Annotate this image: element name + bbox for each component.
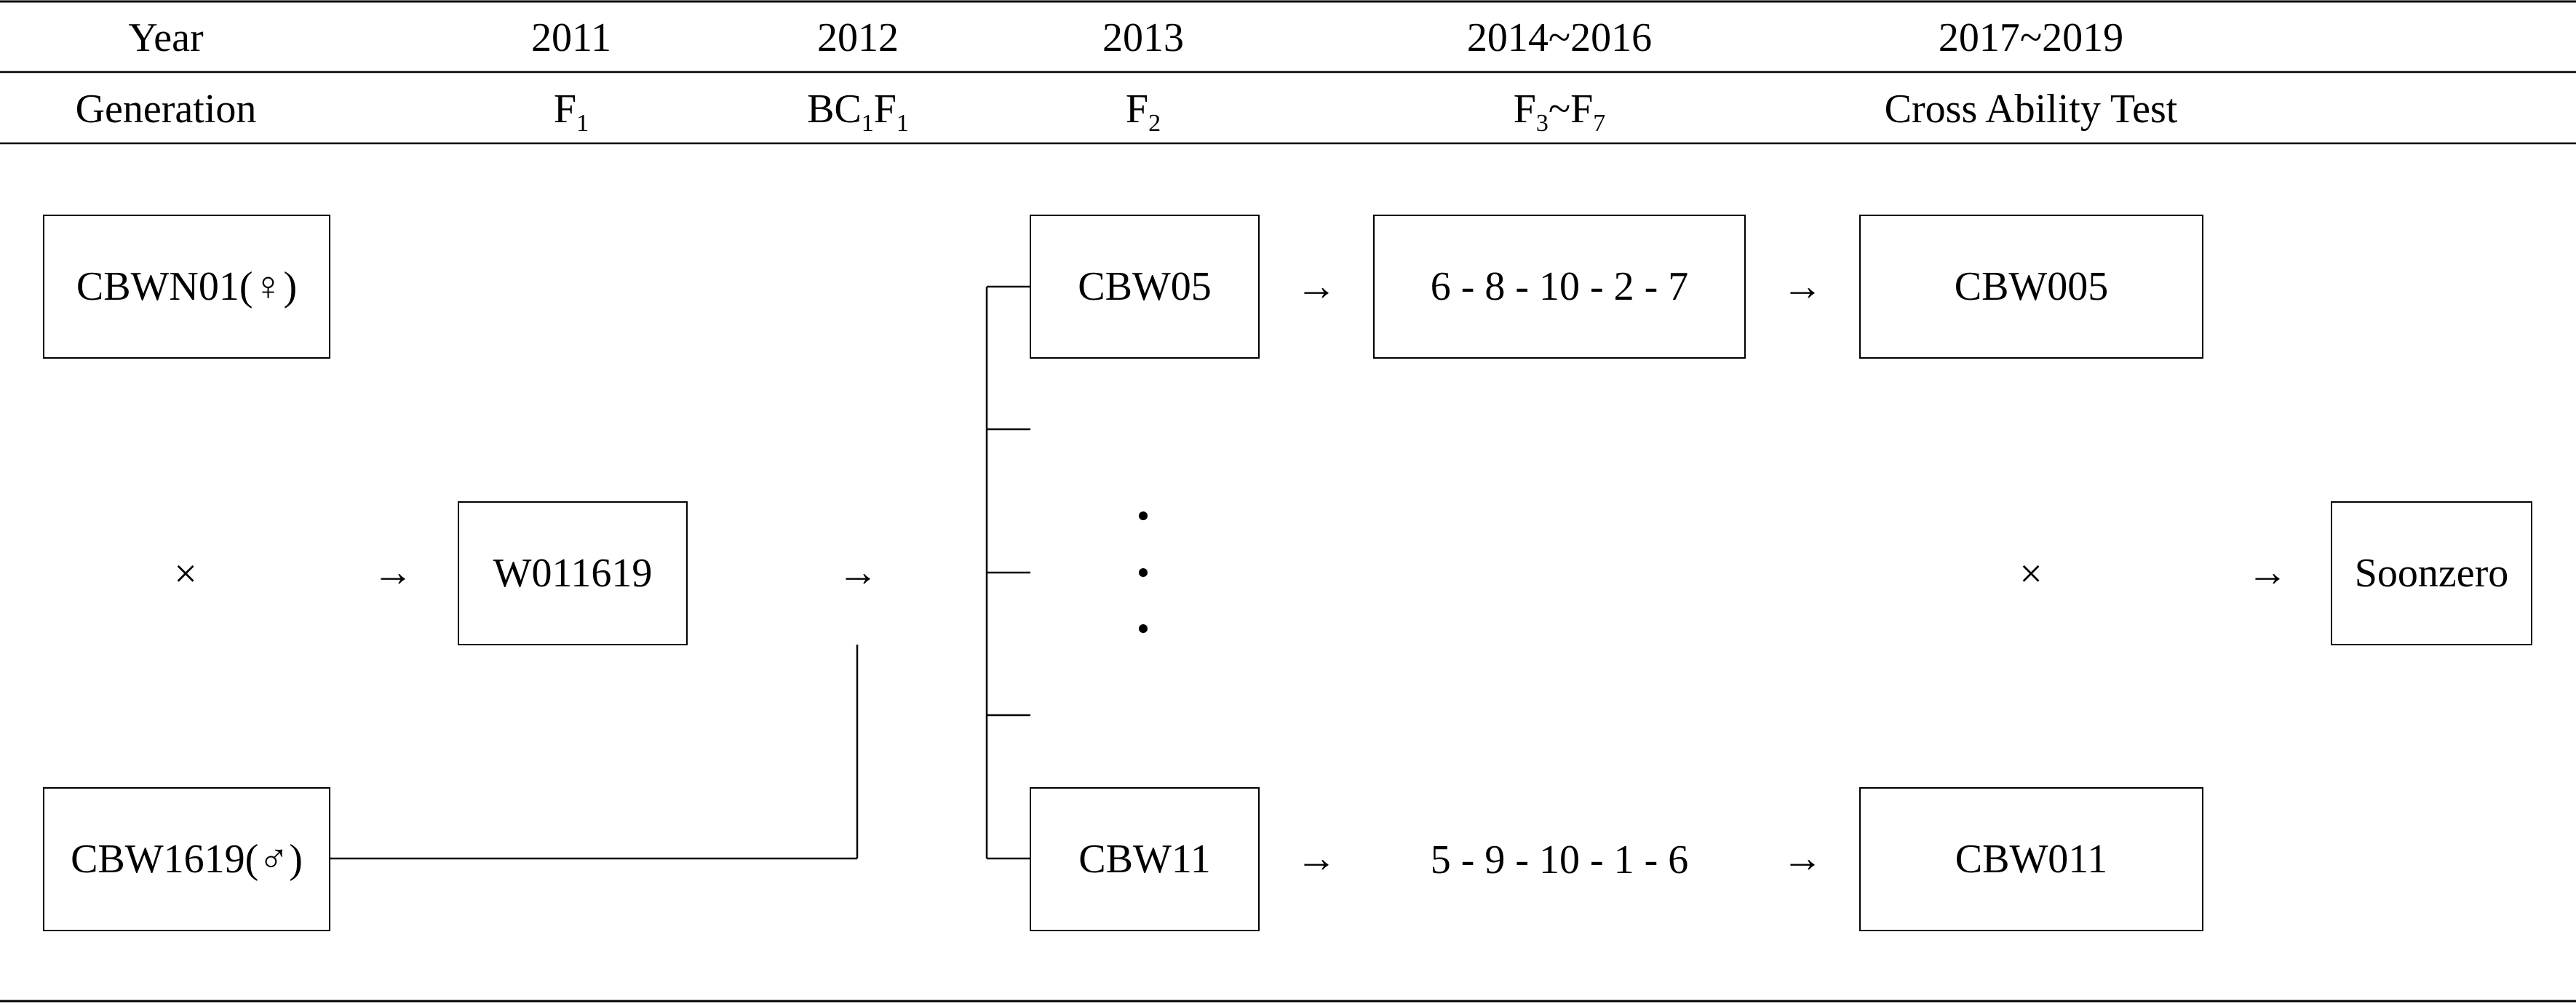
f1-label: W011619 xyxy=(493,551,653,596)
generation-bc1f1-tail: F xyxy=(873,87,897,132)
arrow-icon: → xyxy=(1296,836,1337,881)
test-cbw011-label: CBW011 xyxy=(1955,837,2108,882)
test-cbw011-box: CBW011 xyxy=(1859,787,2203,931)
arrow-icon: → xyxy=(373,550,413,595)
generation-f2: F2 xyxy=(1125,87,1161,136)
cross-symbol-parents: × xyxy=(174,551,197,597)
cross-symbol-test: × xyxy=(2019,551,2043,597)
year-2014-2016: 2014~2016 xyxy=(1466,15,1653,60)
line-cbw11-label: CBW11 xyxy=(1078,837,1211,882)
generation-bc1f1-sub: 1 xyxy=(861,110,874,137)
year-2012: 2012 xyxy=(817,15,899,60)
line-cbw11-box: CBW11 xyxy=(1030,787,1260,931)
arrow-icon: → xyxy=(1782,264,1823,309)
female-parent-box: CBWN01(♀) xyxy=(43,215,330,359)
arrow-icon: → xyxy=(838,550,878,595)
generation-f2-base: F xyxy=(1125,87,1149,132)
generation-bc1f1-base: BC xyxy=(807,87,862,132)
arrow-icon: → xyxy=(1296,264,1337,309)
male-parent-label: CBW1619(♂) xyxy=(71,837,303,882)
test-cbw005-box: CBW005 xyxy=(1859,215,2203,359)
final-variety-label: Soonzero xyxy=(2354,551,2509,596)
generation-f7-tail: ~F xyxy=(1548,87,1594,132)
generation-label: Generation xyxy=(75,87,257,132)
ellipsis-dot-icon xyxy=(1139,511,1148,520)
generation-f1: F1 xyxy=(553,87,589,136)
year-2013: 2013 xyxy=(1102,15,1184,60)
selection-a-box: 6 - 8 - 10 - 2 - 7 xyxy=(1373,215,1746,359)
ellipsis-dot-icon xyxy=(1139,568,1148,577)
cross-ability-test-label: Cross Ability Test xyxy=(1884,87,2178,132)
generation-f2-sub: 2 xyxy=(1148,110,1161,137)
generation-f3-f7: F3~F7 xyxy=(1513,87,1606,136)
line-cbw05-label: CBW05 xyxy=(1078,264,1212,309)
generation-f1-base: F xyxy=(553,87,577,132)
year-2017-2019: 2017~2019 xyxy=(1938,15,2124,60)
arrow-icon: → xyxy=(1782,836,1823,881)
generation-f3-base: F xyxy=(1513,87,1536,132)
f1-box: W011619 xyxy=(458,501,688,645)
line-cbw05-box: CBW05 xyxy=(1030,215,1260,359)
arrow-icon: → xyxy=(2247,550,2288,595)
generation-f7-sub: 7 xyxy=(1593,110,1606,137)
generation-bc1f1-tail-sub: 1 xyxy=(896,110,909,137)
generation-bc1f1: BC1F1 xyxy=(807,87,909,136)
year-label: Year xyxy=(128,15,204,60)
selection-a-label: 6 - 8 - 10 - 2 - 7 xyxy=(1430,264,1689,309)
generation-f3-sub: 3 xyxy=(1535,110,1549,137)
female-parent-label: CBWN01(♀) xyxy=(76,264,298,309)
test-cbw005-label: CBW005 xyxy=(1954,264,2109,309)
selection-b-label: 5 - 9 - 10 - 1 - 6 xyxy=(1430,837,1689,883)
final-variety-box: Soonzero xyxy=(2331,501,2532,645)
ellipsis-dot-icon xyxy=(1139,624,1148,633)
male-parent-box: CBW1619(♂) xyxy=(43,787,330,931)
generation-f1-sub: 1 xyxy=(576,110,589,137)
year-2011: 2011 xyxy=(531,15,611,60)
